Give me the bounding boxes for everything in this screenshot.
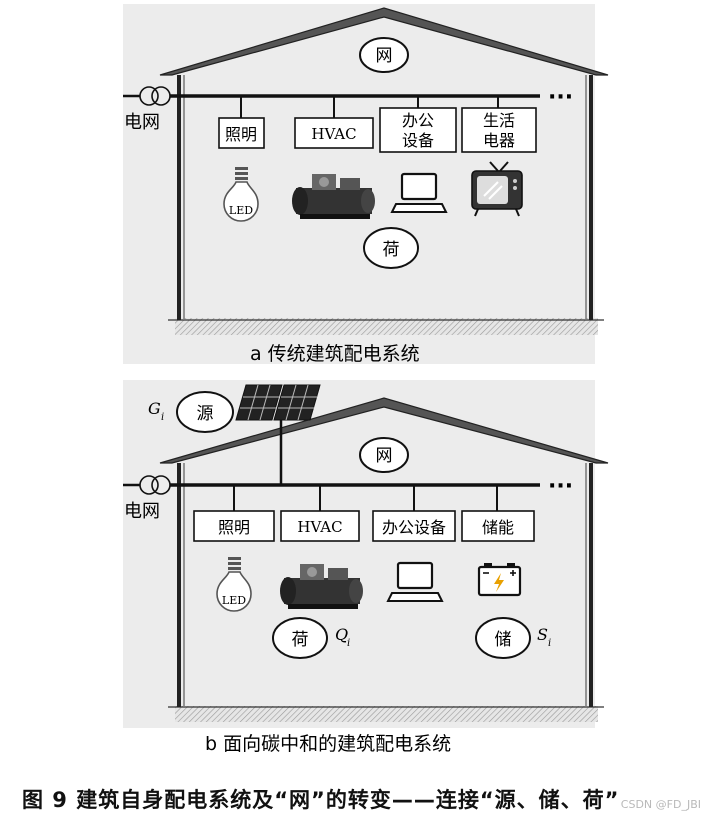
box-label-line2: 设备 xyxy=(402,131,434,150)
load-ellipse-a xyxy=(363,227,419,269)
net-ellipse-b xyxy=(359,437,409,473)
floor-b xyxy=(175,706,598,722)
box-storage-b: 储能 xyxy=(461,510,535,542)
laptop-icon-b xyxy=(386,561,444,602)
box-label: 储能 xyxy=(482,518,514,537)
panel-b-background xyxy=(123,380,595,728)
source-symbol: G xyxy=(148,399,161,418)
load-label-a: 荷 xyxy=(383,240,400,260)
box-label: 办公设备 xyxy=(382,518,446,537)
storage-subscript: i xyxy=(548,638,551,649)
floor-a xyxy=(175,318,598,335)
load-label-b: 荷 xyxy=(292,630,309,650)
box-hvac-b: HVAC xyxy=(280,510,360,542)
box-label-line2: 电器 xyxy=(483,131,515,150)
roof-b xyxy=(159,397,609,464)
laptop-icon-a xyxy=(390,172,448,213)
panel-a: ··· 电网 网 照明 HVAC 办公 设备 生活 电器 xyxy=(123,4,609,364)
storage-ellipse xyxy=(475,617,531,659)
box-office-a: 办公 设备 xyxy=(379,107,457,153)
figure-caption: 图 9 建筑自身配电系统及“网”的转变——连接“源、储、荷” xyxy=(22,788,620,812)
chiller-icon-a xyxy=(292,174,375,219)
storage-label: 储 xyxy=(495,630,512,650)
box-label: HVAC xyxy=(297,518,342,536)
net-label-b: 网 xyxy=(376,446,393,466)
caption-b: b 面向碳中和的建筑配电系统 xyxy=(205,733,451,755)
bus-ellipsis-b: ··· xyxy=(548,474,573,499)
house-b xyxy=(159,397,609,722)
box-label: HVAC xyxy=(311,125,356,143)
battery-icon xyxy=(477,563,522,597)
source-subscript: i xyxy=(161,412,164,423)
box-lighting-a: 照明 xyxy=(218,117,265,149)
box-lighting-b: 照明 xyxy=(193,510,275,542)
caption-a: a 传统建筑配电系统 xyxy=(250,343,420,365)
net-ellipse-a xyxy=(359,37,409,73)
panel-b: 源 G i ··· 电网 网 照明 HVAC 办公设备 xyxy=(123,380,609,728)
box-appliance-a: 生活 电器 xyxy=(461,107,537,153)
house-a xyxy=(159,7,609,335)
solar-panel-icon xyxy=(235,384,321,421)
box-hvac-a: HVAC xyxy=(294,117,374,149)
watermark: CSDN @FD_JBI xyxy=(620,798,701,811)
box-label-line1: 生活 xyxy=(483,111,515,130)
load-ellipse-b xyxy=(272,617,328,659)
bus-ellipsis-a: ··· xyxy=(548,85,573,110)
box-label-line1: 办公 xyxy=(402,111,434,130)
load-symbol: Q xyxy=(335,625,348,644)
led-bulb-icon-a: LED xyxy=(223,167,259,222)
net-label-a: 网 xyxy=(376,46,393,66)
grid-label-b: 电网 xyxy=(124,501,160,522)
led-label: LED xyxy=(229,204,253,217)
tv-icon-a xyxy=(471,161,523,217)
led-label: LED xyxy=(222,594,246,607)
source-ellipse xyxy=(176,391,234,433)
box-label: 照明 xyxy=(218,518,250,537)
led-bulb-icon-b: LED xyxy=(216,557,252,612)
chiller-icon-b xyxy=(280,564,363,609)
load-subscript: i xyxy=(347,638,350,649)
grid-label-a: 电网 xyxy=(124,112,160,133)
source-label: 源 xyxy=(197,404,214,424)
box-office-b: 办公设备 xyxy=(372,510,456,542)
box-label: 照明 xyxy=(225,125,257,144)
roof-a xyxy=(159,7,609,76)
storage-symbol: S xyxy=(537,625,548,644)
